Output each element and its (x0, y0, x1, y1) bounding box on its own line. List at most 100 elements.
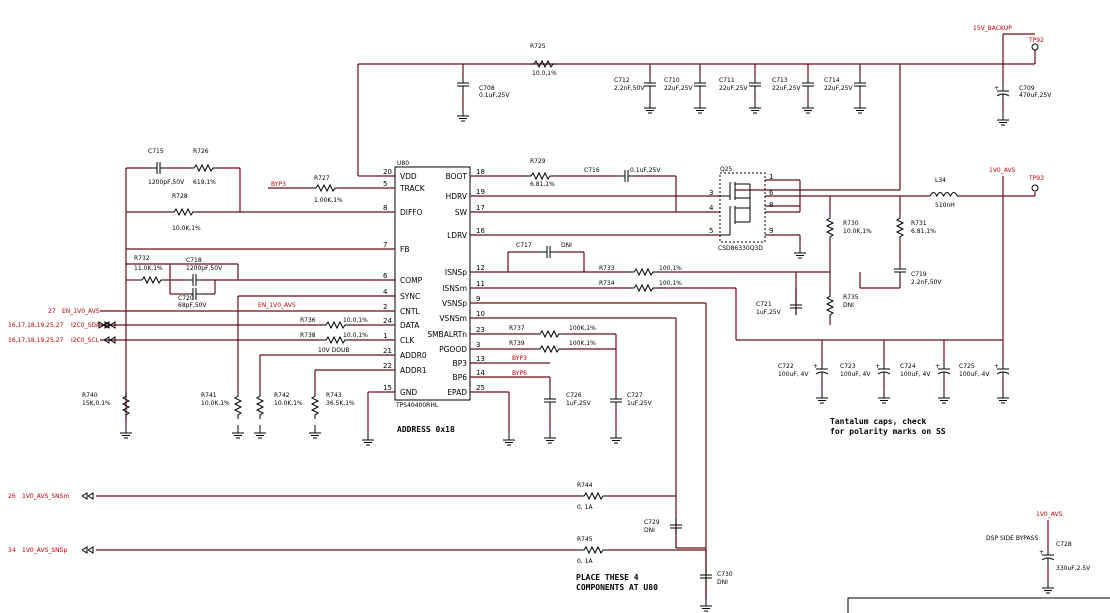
r739-ref: R739 (509, 340, 525, 347)
r736-ref: R736 (300, 317, 316, 324)
r729-ref: R729 (530, 158, 546, 165)
ic-pin-number: 15 (383, 384, 392, 392)
c723-ref: C723 (840, 363, 856, 370)
r727-ref: R727 (314, 175, 330, 182)
c710-ref: C710 (664, 77, 680, 84)
note-tantalum-2: for polarity marks on SS (830, 426, 946, 436)
r744-ref: R744 (577, 482, 593, 489)
note-tantalum-1: Tantalum caps, check (830, 417, 927, 426)
net-1v0-avs-bottom: 1V0_AVS (1036, 511, 1063, 518)
c727-val: 1uF,25V (627, 400, 653, 407)
ic-pin-number: 5 (383, 180, 387, 188)
c708-ref: C708 (479, 85, 495, 92)
q25-pin3: 3 (709, 189, 713, 197)
c720-val: 68pF,50V (178, 302, 207, 309)
page-snsp: 34 (8, 547, 16, 554)
c711-ref: C711 (719, 77, 735, 84)
net-i2c0-sda: I2C0_SDA (71, 322, 101, 329)
c718-ref: C718 (186, 257, 202, 264)
ic-pin-number: 20 (383, 168, 392, 176)
ic-pin-name: ADDR1 (400, 366, 427, 375)
c719-ref: C719 (911, 271, 927, 278)
ic-pin-number: 17 (476, 204, 485, 212)
ic-pin-name: ADDR0 (400, 351, 427, 360)
ic-pin-number: 4 (383, 288, 388, 296)
ic-pin-name: BOOT (446, 172, 468, 181)
ic-pin-number: 19 (476, 188, 485, 196)
power-stage (492, 175, 1036, 600)
c723-val: 100uF, 4V (840, 371, 871, 378)
ic-pin-number: 3 (476, 341, 480, 349)
c724-ref: C724 (900, 363, 916, 370)
ic-pin-number: 18 (476, 168, 485, 176)
c716-val: 0.1uF,25V (630, 167, 661, 174)
r728-val: 10.0K,1% (172, 225, 201, 232)
address-note: ADDRESS 0x18 (397, 425, 455, 434)
testpoint-tp93: TP93 (1028, 175, 1044, 182)
ic-pin-name: CNTL (400, 307, 420, 316)
ic-pin-number: 21 (383, 347, 392, 355)
net-en-1v0-avs: EN_1V0_AVS (62, 308, 100, 315)
testpoint-tp92: TP92 (1028, 37, 1044, 44)
ic-pin-number: 2 (383, 303, 387, 311)
page-en: 27 (48, 308, 56, 315)
ic-pin-number: 8 (383, 204, 387, 212)
c725-ref: C725 (959, 363, 975, 370)
c714-val: 22uF,25V (824, 85, 853, 92)
q25-pin5: 5 (709, 227, 713, 235)
r732-ref: R732 (134, 255, 150, 262)
ic-pin-name: FB (400, 245, 409, 254)
c730-ref: C730 (717, 571, 733, 578)
net-cntl: EN_1V0_AVS (258, 302, 296, 309)
c712-val: 2.2nF,50V (614, 85, 645, 92)
ic-pin-number: 9 (476, 295, 480, 303)
ic-pin-name: ISNSp (445, 268, 467, 277)
r741-val: 10.0K,1% (201, 400, 230, 407)
r739-val: 100K,1% (569, 340, 596, 347)
net-byp3-bp3: BYP3 (512, 355, 527, 362)
net-i2c0-scl: I2C0_SCL (71, 337, 100, 344)
r731-val: 6.81,1% (911, 228, 936, 235)
c719-val: 2.2nF,50V (911, 279, 942, 286)
c726-ref: C726 (566, 392, 582, 399)
r741-ref: R741 (201, 392, 217, 399)
c717-val: DNI (561, 242, 572, 249)
r743-val: 36.5K,1% (326, 400, 355, 407)
ic-pin-number: 23 (476, 326, 485, 334)
inductor-l34: L34 510nH (929, 177, 958, 209)
ic-pin-name: COMP (400, 276, 423, 285)
c711-val: 22uF,25V (719, 85, 748, 92)
title-block-corner (847, 597, 1110, 613)
r730-val: 10.0K,1% (843, 228, 872, 235)
ic-ref: U80 (397, 160, 409, 167)
mosfet-q25: Q25 CSD86330Q3D 1 6 3 8 4 5 9 (709, 166, 774, 252)
r745-val: 0, 1A (577, 558, 593, 565)
r726-val: 619,1% (193, 179, 216, 186)
q25-ref: Q25 (720, 166, 733, 173)
ic-pin-name: EPAD (447, 388, 467, 397)
c716-ref: C716 (584, 167, 600, 174)
c715-ref: C715 (148, 148, 164, 155)
ic-pin-number: 13 (476, 355, 485, 363)
r745-ref: R745 (577, 536, 593, 543)
ic-pin-name: VDD (400, 172, 417, 181)
c710-val: 22uF,25V (664, 85, 693, 92)
ic-pin-number: 25 (476, 384, 485, 392)
q25-pin8: 8 (769, 201, 773, 209)
ic-pin-name: VSNSp (442, 299, 467, 308)
c713-ref: C713 (772, 77, 788, 84)
r733-val: 100,1% (659, 265, 682, 272)
c709-ref: C709 (1019, 85, 1035, 92)
l34-ref: L34 (935, 177, 946, 184)
r727-val: 1.00K,1% (314, 197, 343, 204)
r737-val: 100K,1% (569, 325, 596, 332)
c708-val: 0.1uF,25V (479, 92, 510, 99)
ic-pin-name: SW (455, 208, 468, 217)
r735-val: DNI (843, 302, 854, 309)
page-snsm: 26 (8, 493, 16, 500)
r729-val: 6.81,1% (530, 181, 555, 188)
ic-pin-number: 6 (383, 272, 388, 280)
net-snsm: 1V0_AVS_SNSm (22, 493, 69, 500)
top-rail (357, 33, 1039, 191)
